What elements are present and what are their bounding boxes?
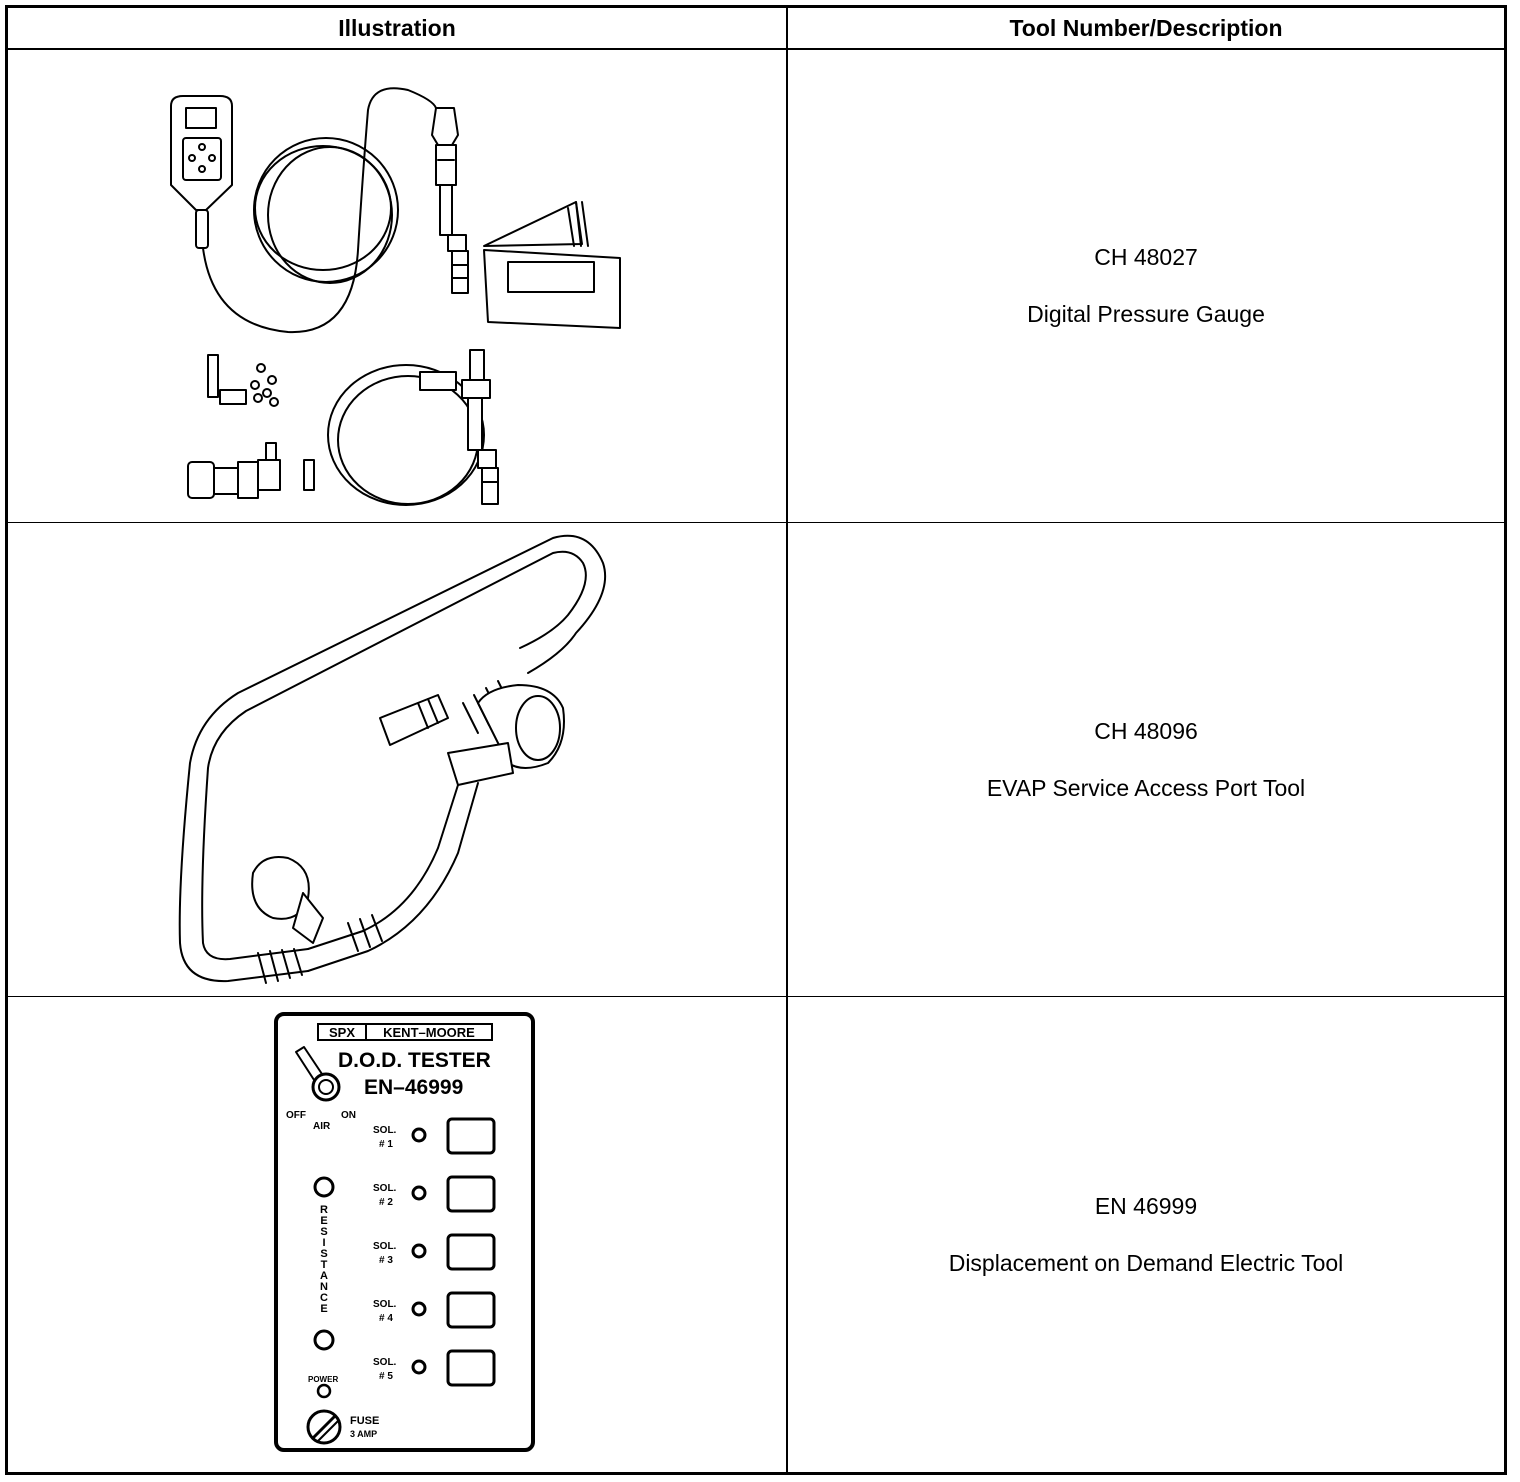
sol-label: SOL. xyxy=(373,1183,397,1194)
evap-port-tool-drawing xyxy=(178,534,607,984)
sol-button[interactable] xyxy=(446,1175,496,1213)
tool-number: EN 46999 xyxy=(1094,1192,1198,1219)
sol-number: # 4 xyxy=(379,1313,393,1324)
brand-spx: SPX xyxy=(329,1025,355,1040)
sol-indicator-light xyxy=(411,1359,427,1375)
illustration-dod-tester: SPX KENT–MOORE D.O.D. TESTER EN–46999 OF… xyxy=(8,997,788,1472)
tool-number: CH 48096 xyxy=(1094,717,1198,744)
tool-table: Illustration Tool Number/Description xyxy=(5,5,1507,1475)
sol-button[interactable] xyxy=(446,1233,496,1271)
air-label: AIR xyxy=(313,1121,331,1132)
air-off-label: OFF xyxy=(286,1110,306,1121)
sol-label: SOL. xyxy=(373,1125,397,1136)
sol-button[interactable] xyxy=(446,1291,496,1329)
tool-cell-en-46999: EN 46999 Displacement on Demand Electric… xyxy=(788,997,1504,1472)
tool-description: Displacement on Demand Electric Tool xyxy=(948,1249,1344,1276)
fuse-label: FUSE xyxy=(350,1415,379,1427)
tool-number: CH 48027 xyxy=(1094,244,1198,270)
brand-kent-moore: KENT–MOORE xyxy=(383,1025,475,1040)
sol-number: # 5 xyxy=(379,1371,393,1382)
sol-indicator-light xyxy=(411,1243,427,1259)
sol-indicator-light xyxy=(411,1185,427,1201)
panel-title: D.O.D. TESTER xyxy=(338,1049,491,1072)
fuse-rating: 3 AMP xyxy=(350,1429,377,1439)
air-on-label: ON xyxy=(341,1110,356,1121)
digital-pressure-gauge-drawing xyxy=(170,87,621,506)
panel-model: EN–46999 xyxy=(364,1076,463,1099)
header-illustration: Illustration xyxy=(8,8,788,50)
tool-description: Digital Pressure Gauge xyxy=(1027,301,1265,327)
sol-indicator-light xyxy=(411,1301,427,1317)
sol-number: # 2 xyxy=(379,1197,393,1208)
sol-label: SOL. xyxy=(373,1241,397,1252)
sol-label: SOL. xyxy=(373,1357,397,1368)
sol-label: SOL. xyxy=(373,1299,397,1310)
illustration-evap-service-access-port-tool xyxy=(8,523,788,997)
power-label: POWER xyxy=(308,1375,338,1384)
header-tool-description: Tool Number/Description xyxy=(788,8,1504,50)
illustration-digital-pressure-gauge xyxy=(8,50,788,523)
sol-number: # 3 xyxy=(379,1255,393,1266)
tool-cell-ch-48096: CH 48096 EVAP Service Access Port Tool xyxy=(788,523,1504,997)
dod-tester-panel-drawing: SPX KENT–MOORE D.O.D. TESTER EN–46999 OF… xyxy=(274,1012,535,1452)
sol-button[interactable] xyxy=(446,1349,496,1387)
tool-description: EVAP Service Access Port Tool xyxy=(986,774,1306,801)
sol-button[interactable] xyxy=(446,1117,496,1155)
tool-cell-ch-48027: CH 48027 Digital Pressure Gauge xyxy=(788,50,1504,523)
solenoid-rows: SOL. # 1 SOL. # 2 SOL. # 3 SOL. # 4 SOL. # 5 xyxy=(373,1117,496,1387)
sol-number: # 1 xyxy=(379,1139,393,1150)
sol-indicator-light xyxy=(411,1127,427,1143)
